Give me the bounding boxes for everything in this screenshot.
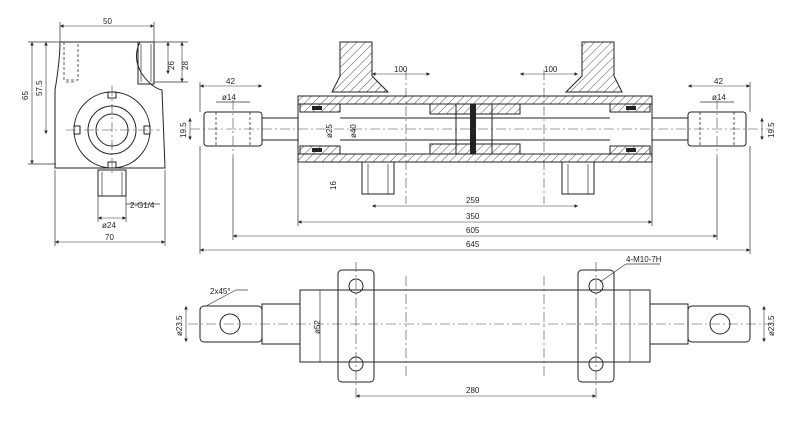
dim-top-width: 50 <box>103 17 112 26</box>
dim-350: 350 <box>466 212 480 221</box>
dim-eye-right: ø23.5 <box>767 315 776 336</box>
dim-rod-len-right: 42 <box>714 77 723 86</box>
dim-eye-left: ø23.5 <box>175 315 184 336</box>
plan-view: 2x45° 4-M10-7H ø23.5 ø23.5 ø52 280 <box>175 255 776 400</box>
dim-side-width: 70 <box>105 233 114 242</box>
dim-bore-40: ø40 <box>349 124 358 138</box>
dim-bolt-holes: 4-M10-7H <box>626 255 662 264</box>
dim-mount-100-left: 100 <box>394 65 408 74</box>
dim-tube-52: ø52 <box>313 320 322 334</box>
dim-645: 645 <box>466 240 480 249</box>
dim-height-65: 65 <box>21 91 30 100</box>
dim-rod-25: ø25 <box>325 124 334 138</box>
dim-port-dia: ø24 <box>102 221 116 230</box>
dim-rod-len-left: 42 <box>226 77 235 86</box>
section-view: 42 42 ø14 ø14 19.5 19.5 100 100 ø25 ø40 … <box>179 41 776 254</box>
dim-605: 605 <box>466 226 480 235</box>
dim-mount-100-right: 100 <box>544 65 558 74</box>
dim-280: 280 <box>466 386 480 395</box>
dim-195-left: 19.5 <box>179 122 188 138</box>
dim-chamfer: 2x45° <box>210 287 231 296</box>
dim-195-right: 19.5 <box>767 122 776 138</box>
dim-259: 259 <box>466 196 480 205</box>
dim-boss-28: 28 <box>181 61 190 70</box>
dim-port-thread: 2-G1/4 <box>130 201 155 210</box>
dim-height-57-5: 57.5 <box>35 80 44 96</box>
end-view: 50 65 57.5 26 28 2-G1/4 ø24 70 <box>21 17 190 246</box>
dim-pin-left: ø14 <box>222 93 236 102</box>
dim-pin-right: ø14 <box>712 93 726 102</box>
dim-boss-26: 26 <box>167 61 176 70</box>
dim-16: 16 <box>329 181 338 190</box>
